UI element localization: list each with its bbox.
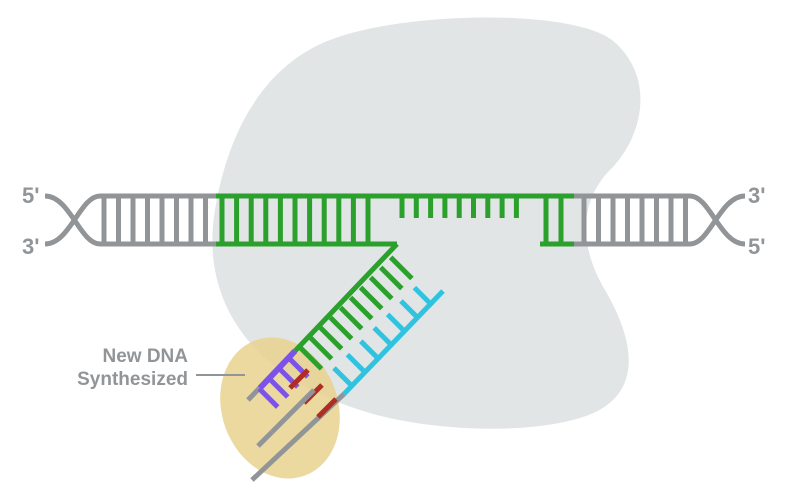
label-5-prime-top-left: 5' [22, 183, 40, 208]
dna-helix-right [572, 193, 746, 247]
new-strand-cyan-base [332, 366, 354, 388]
branch-base-rung [328, 315, 354, 341]
new-strand-cyan-base [345, 352, 368, 375]
new-strand-purple [257, 348, 298, 391]
branch-template-strand-green [293, 242, 399, 353]
branch-grey-base [298, 388, 316, 406]
label-3-prime-top-right: 3' [748, 183, 766, 208]
branch-base-rung [358, 285, 384, 311]
new-strand-cyan [342, 289, 445, 396]
new-strand-cyan-base [399, 299, 421, 321]
label-3-prime-bottom-left: 3' [22, 234, 40, 259]
branch-base-rung [378, 265, 404, 291]
new-dna-label-line1: New DNA [102, 346, 188, 367]
right-strand-bottom-twist [689, 193, 746, 247]
new-strand-cyan-base [385, 312, 408, 335]
branch-base-rung [338, 305, 364, 331]
branch-base-rung [388, 255, 414, 281]
new-dna-label-line2: Synthesized [77, 369, 188, 390]
dna-helix-left [44, 193, 218, 247]
new-base-red [316, 397, 338, 419]
dna-unwound-region [216, 193, 574, 247]
new-dna-label: New DNA Synthesized [40, 345, 188, 391]
branch-grey-base [284, 402, 302, 420]
branch-grey-base [270, 416, 288, 434]
branch-base-rung [267, 376, 290, 399]
new-strand-cyan-base [372, 326, 394, 348]
left-strand-bottom-twist [44, 193, 101, 247]
label-5-prime-bottom-right: 5' [748, 234, 766, 259]
branch-grey-base [256, 430, 274, 448]
new-base-red [288, 368, 310, 390]
branch-base-rung [368, 275, 394, 301]
new-dna-highlight [220, 337, 340, 479]
branch-base-rung [348, 295, 374, 321]
replication-branch [246, 242, 445, 482]
branch-base-rung [298, 345, 324, 371]
new-strand-cyan-base [412, 285, 435, 308]
branch-base-rung [308, 335, 334, 361]
new-strand-cyan-base [359, 339, 381, 361]
branch-base-rung [257, 386, 280, 409]
branch-base-rung [318, 325, 344, 351]
